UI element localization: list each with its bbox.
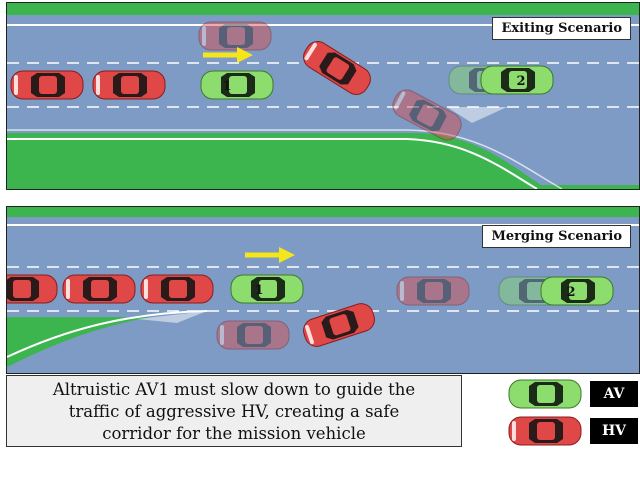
direction-arrow-icon bbox=[245, 247, 295, 263]
ghost-car bbox=[396, 276, 470, 306]
caption-line: traffic of aggressive HV, creating a saf… bbox=[68, 402, 400, 421]
caption-line: Altruistic AV1 must slow down to guide t… bbox=[52, 380, 416, 399]
hv-car-icon bbox=[508, 416, 582, 446]
scenario-label: Exiting Scenario bbox=[492, 17, 631, 40]
av2-number: 2 bbox=[566, 285, 575, 300]
legend-hv-label: HV bbox=[590, 418, 638, 444]
hv-car bbox=[62, 274, 136, 304]
hv-car bbox=[140, 274, 214, 304]
av1-number: 1 bbox=[254, 283, 263, 298]
caption-box: Altruistic AV1 must slow down to guide t… bbox=[6, 375, 462, 447]
hv-car bbox=[92, 70, 166, 100]
merging-scenario-panel: 1 2 Merging Scenario bbox=[6, 206, 640, 374]
hv-car bbox=[7, 274, 58, 304]
av-car-icon bbox=[508, 379, 582, 409]
av1-car bbox=[200, 70, 274, 100]
direction-arrow-icon bbox=[203, 47, 253, 63]
legend-av: AV bbox=[505, 377, 638, 411]
av1-number: 1 bbox=[222, 79, 231, 94]
av1-car bbox=[230, 274, 304, 304]
exiting-scenario-panel: 1 2 Exiting Scenario bbox=[6, 2, 640, 190]
ghost-car bbox=[198, 21, 272, 51]
caption-line: corridor for the mission vehicle bbox=[102, 424, 366, 443]
legend-av-label: AV bbox=[590, 381, 638, 407]
av2-car bbox=[540, 276, 614, 306]
ghost-car bbox=[216, 320, 290, 350]
legend-hv: HV bbox=[505, 414, 638, 448]
scenario-label: Merging Scenario bbox=[482, 225, 631, 248]
av2-number: 2 bbox=[516, 74, 525, 89]
hv-car bbox=[10, 70, 84, 100]
